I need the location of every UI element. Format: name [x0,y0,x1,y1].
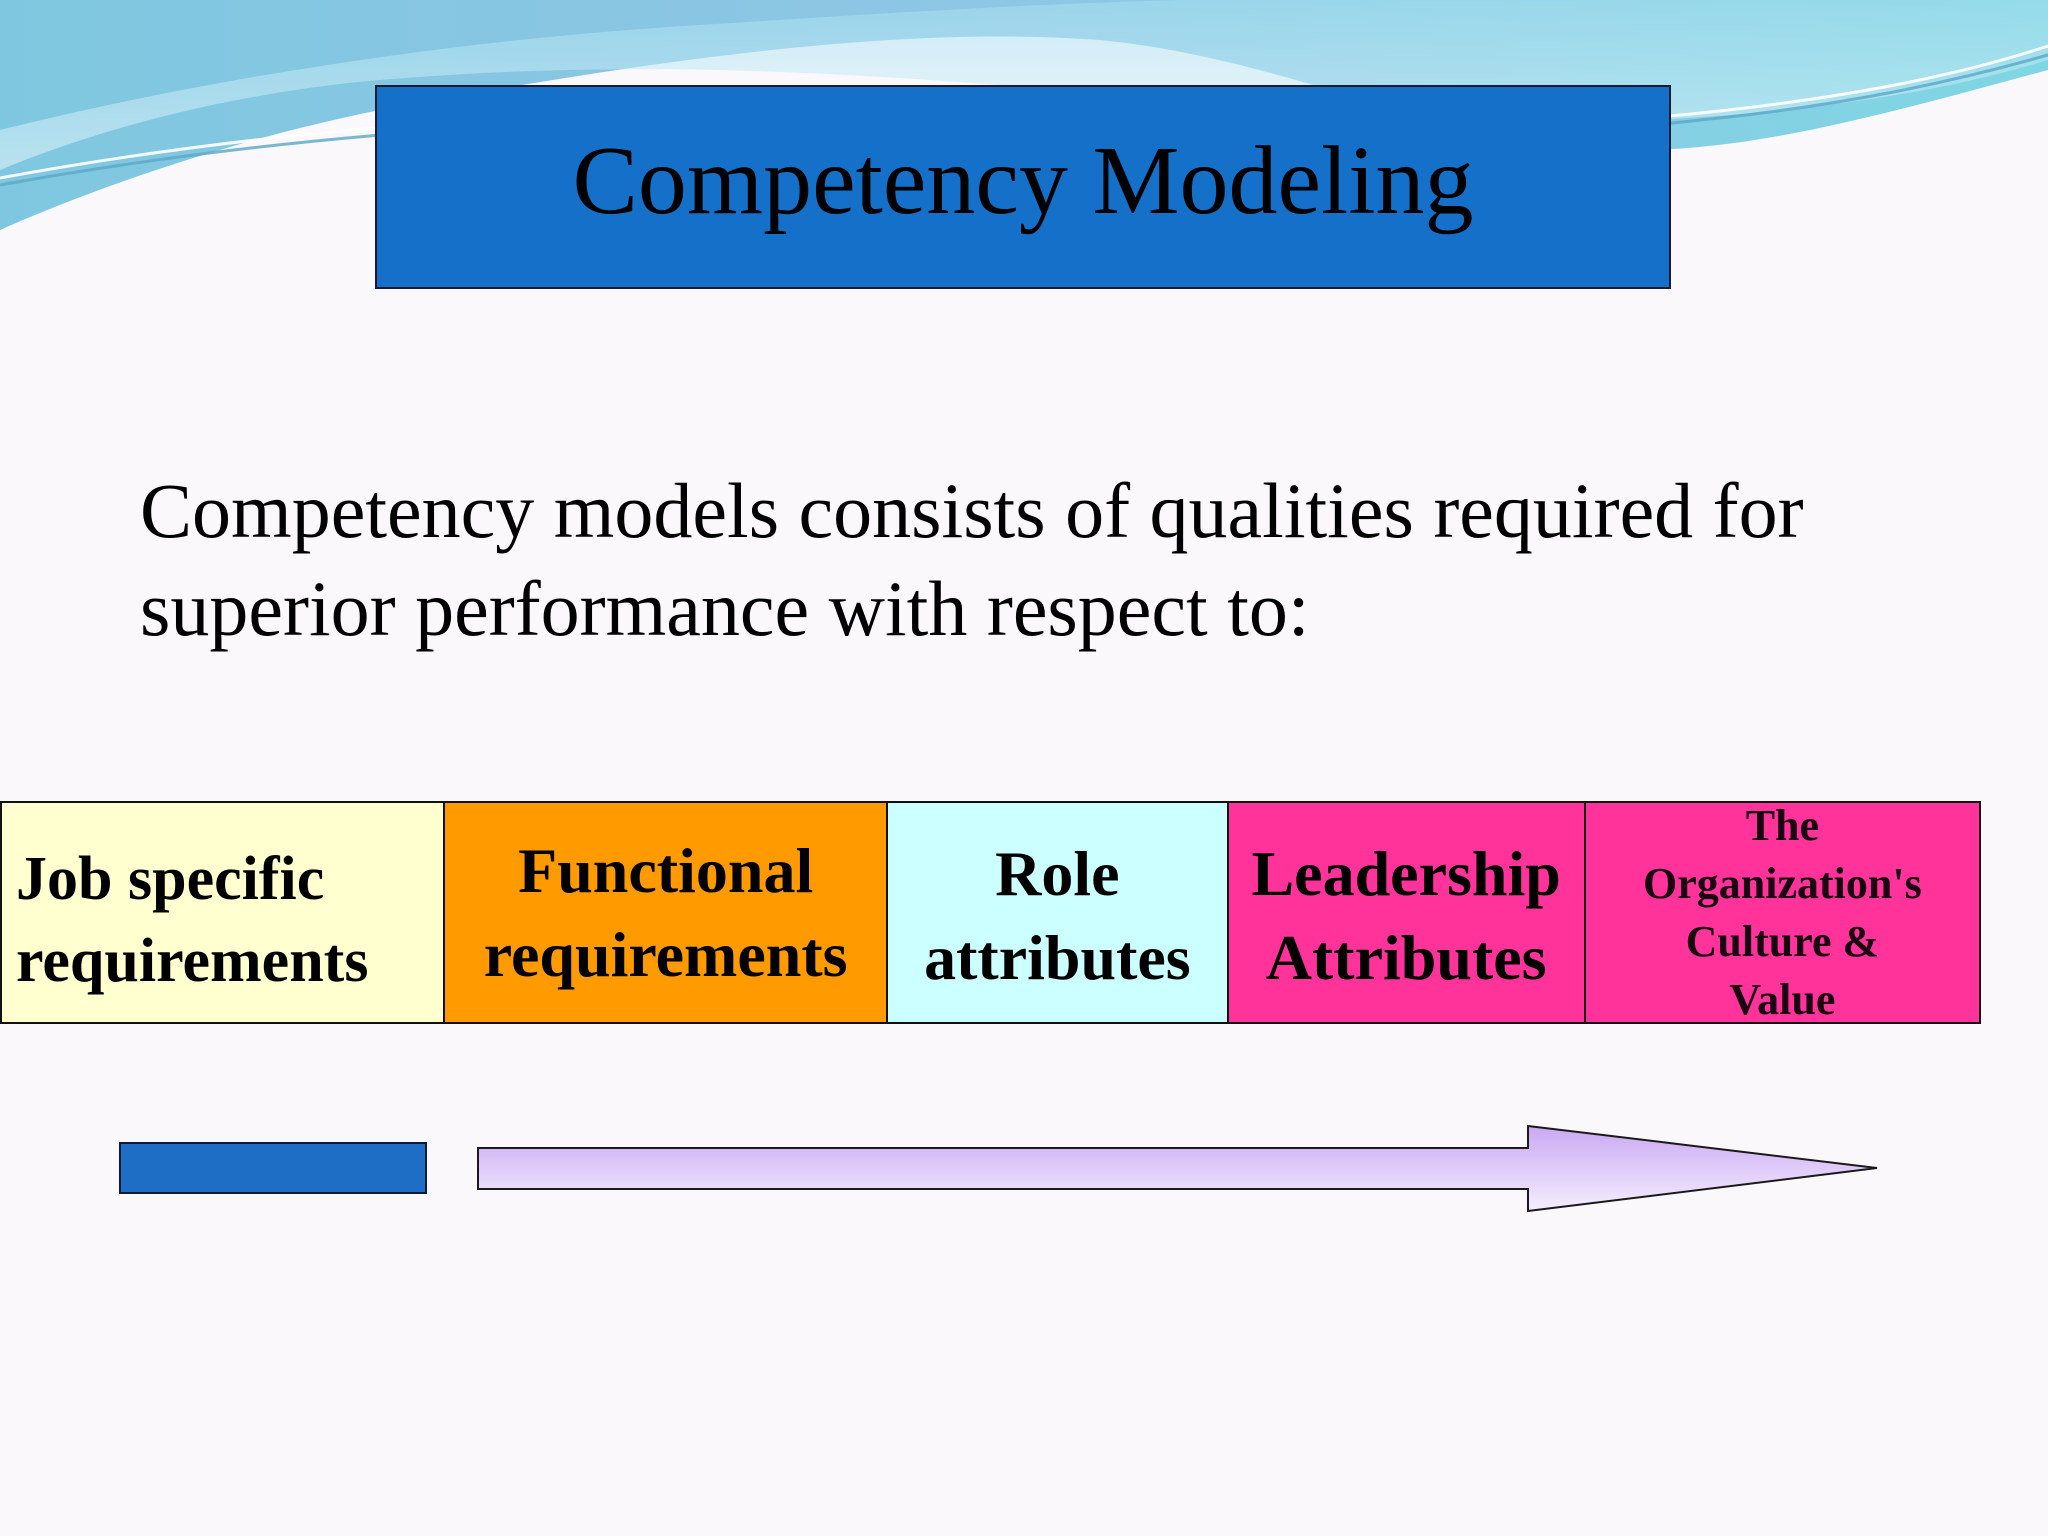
blue-bar [119,1142,427,1194]
competency-band: Job specific requirements Functional req… [0,801,1981,1024]
job-specific-line-1: Job specific [16,844,325,913]
leadership-cell: Leadership Attributes [1228,803,1586,1022]
slide-title: Competency Modeling [572,127,1474,235]
culture-line-3: Culture & [1685,916,1880,966]
culture-line-1: The [1745,803,1820,850]
leadership-line-1: Leadership [1251,837,1561,909]
functional-line-2: requirements [483,918,848,990]
intro-paragraph: Competency models consists of qualities … [140,462,1940,658]
functional-line-1: Functional [518,834,814,906]
title-box: Competency Modeling [375,85,1671,289]
role-cell: Role attributes [888,803,1229,1022]
culture-line-2: Organization's [1643,858,1922,908]
culture-cell: The Organization's Culture & Value [1585,803,1979,1023]
leadership-line-2: Attributes [1265,921,1547,993]
culture-line-4: Value [1729,974,1836,1023]
role-line-1: Role [995,837,1120,909]
intro-line-1: Competency models consists of qualities … [140,467,1804,554]
job-specific-cell: Job specific requirements [2,803,446,1022]
intro-line-2: superior performance with respect to: [140,565,1310,652]
job-specific-line-2: requirements [16,926,369,995]
role-line-2: attributes [924,921,1191,993]
functional-cell: Functional requirements [445,803,889,1022]
